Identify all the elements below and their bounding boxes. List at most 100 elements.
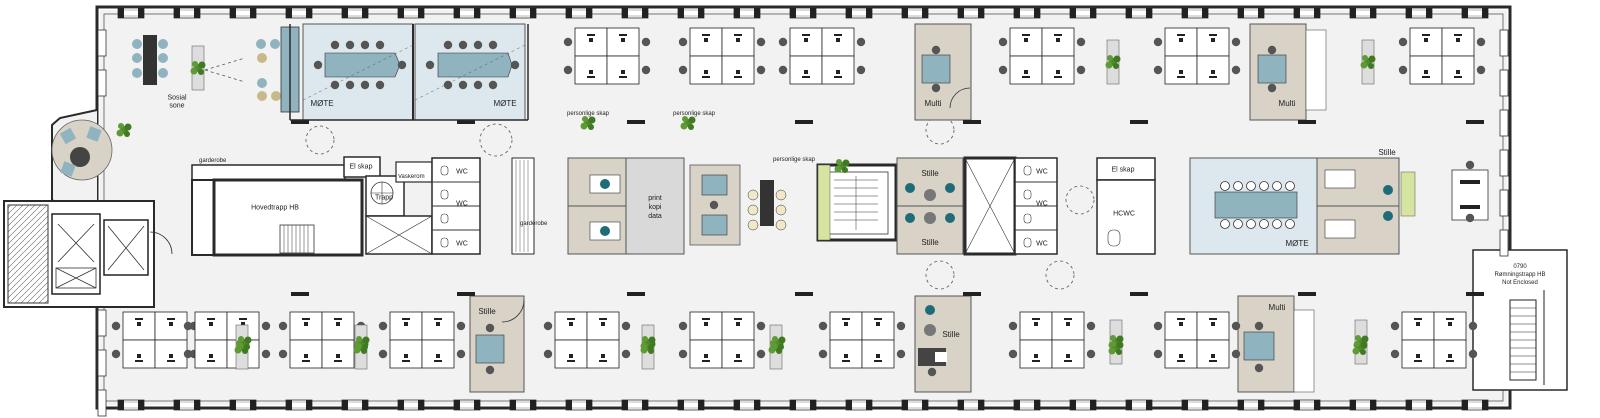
window-top [1125,7,1153,19]
meeting-chair [473,80,483,90]
core-center [567,115,1156,290]
meeting-chair [375,80,385,90]
column-marker [963,292,981,296]
desk-cluster [1009,312,1095,368]
window-bottom [733,399,761,411]
desk-cluster [544,312,630,368]
desk-cluster [1391,312,1477,368]
meeting-chair [1259,219,1269,229]
meeting-chair [313,60,323,70]
window-top [1461,7,1489,19]
meeting-chair [1220,219,1230,229]
meeting-chair [510,60,520,70]
column-marker [457,292,475,296]
desk-cluster [1399,28,1485,84]
window-bottom [1349,399,1377,411]
meeting-chair [443,80,453,90]
window-top [397,7,425,19]
meeting-chair [488,80,498,90]
window-side [1499,29,1509,57]
desk-cluster [819,312,905,368]
meeting-chair [1220,181,1230,191]
meeting-chair [1272,181,1282,191]
desk-cluster [279,312,365,368]
meeting-chair [1246,181,1256,191]
meeting-chair [458,80,468,90]
window-bottom [957,399,985,411]
meeting-chair [330,40,340,50]
meeting-chair [360,80,370,90]
column-marker [457,120,475,124]
window-top [509,7,537,19]
window-top [1013,7,1041,19]
planter [1106,40,1121,84]
window-side [97,29,107,57]
core-left [149,123,535,257]
meeting-chair [443,40,453,50]
window-top [173,7,201,19]
column-marker [291,120,309,124]
meeting-chair [1285,181,1295,191]
meeting-chair [458,40,468,50]
meeting-chair [397,60,407,70]
window-top [901,7,929,19]
window-top [1405,7,1433,19]
column-marker [627,292,645,296]
window-bottom [173,399,201,411]
window-top [1349,7,1377,19]
window-bottom [1069,399,1097,411]
window-bottom [509,399,537,411]
window-bottom [1237,399,1265,411]
window-side [1499,69,1509,97]
window-bottom [397,399,425,411]
window-top [229,7,257,19]
window-top [845,7,873,19]
window-bottom [285,399,313,411]
column-marker [291,292,309,296]
structural-columns [291,120,1484,296]
meeting-chair [1285,219,1295,229]
meeting-chair [345,80,355,90]
window-bottom [453,399,481,411]
window-side [1499,229,1509,257]
meeting-chair [1246,219,1256,229]
column-marker [627,120,645,124]
window-bottom [341,399,369,411]
column-marker [1466,292,1484,296]
planter [1361,40,1376,84]
meeting-rooms-top [302,23,526,121]
window-mullions [97,7,1509,417]
window-bottom [1013,399,1041,411]
window-top [1069,7,1097,19]
meeting-chair [1233,219,1243,229]
desk-cluster [999,28,1085,84]
window-bottom [789,399,817,411]
meeting-chair [375,40,385,50]
window-top [677,7,705,19]
desk-cluster [1154,28,1240,84]
column-marker [1130,292,1148,296]
window-top [1237,7,1265,19]
window-top [565,7,593,19]
column-marker [1298,292,1316,296]
window-side [97,69,107,97]
column-marker [1298,120,1316,124]
desk-cluster [564,28,650,84]
window-side [97,309,107,337]
window-side [1499,109,1509,137]
window-side [97,349,107,377]
meeting-chair [1272,219,1282,229]
window-bottom [845,399,873,411]
meeting-chair [330,80,340,90]
window-bottom [677,399,705,411]
window-bottom [1461,399,1489,411]
window-bottom [1293,399,1321,411]
window-side [1499,189,1509,217]
meeting-chair [360,40,370,50]
meeting-chair [488,40,498,50]
bottom-focus-rooms [469,295,1315,393]
window-top [117,7,145,19]
desk-cluster [379,312,465,368]
window-top [733,7,761,19]
